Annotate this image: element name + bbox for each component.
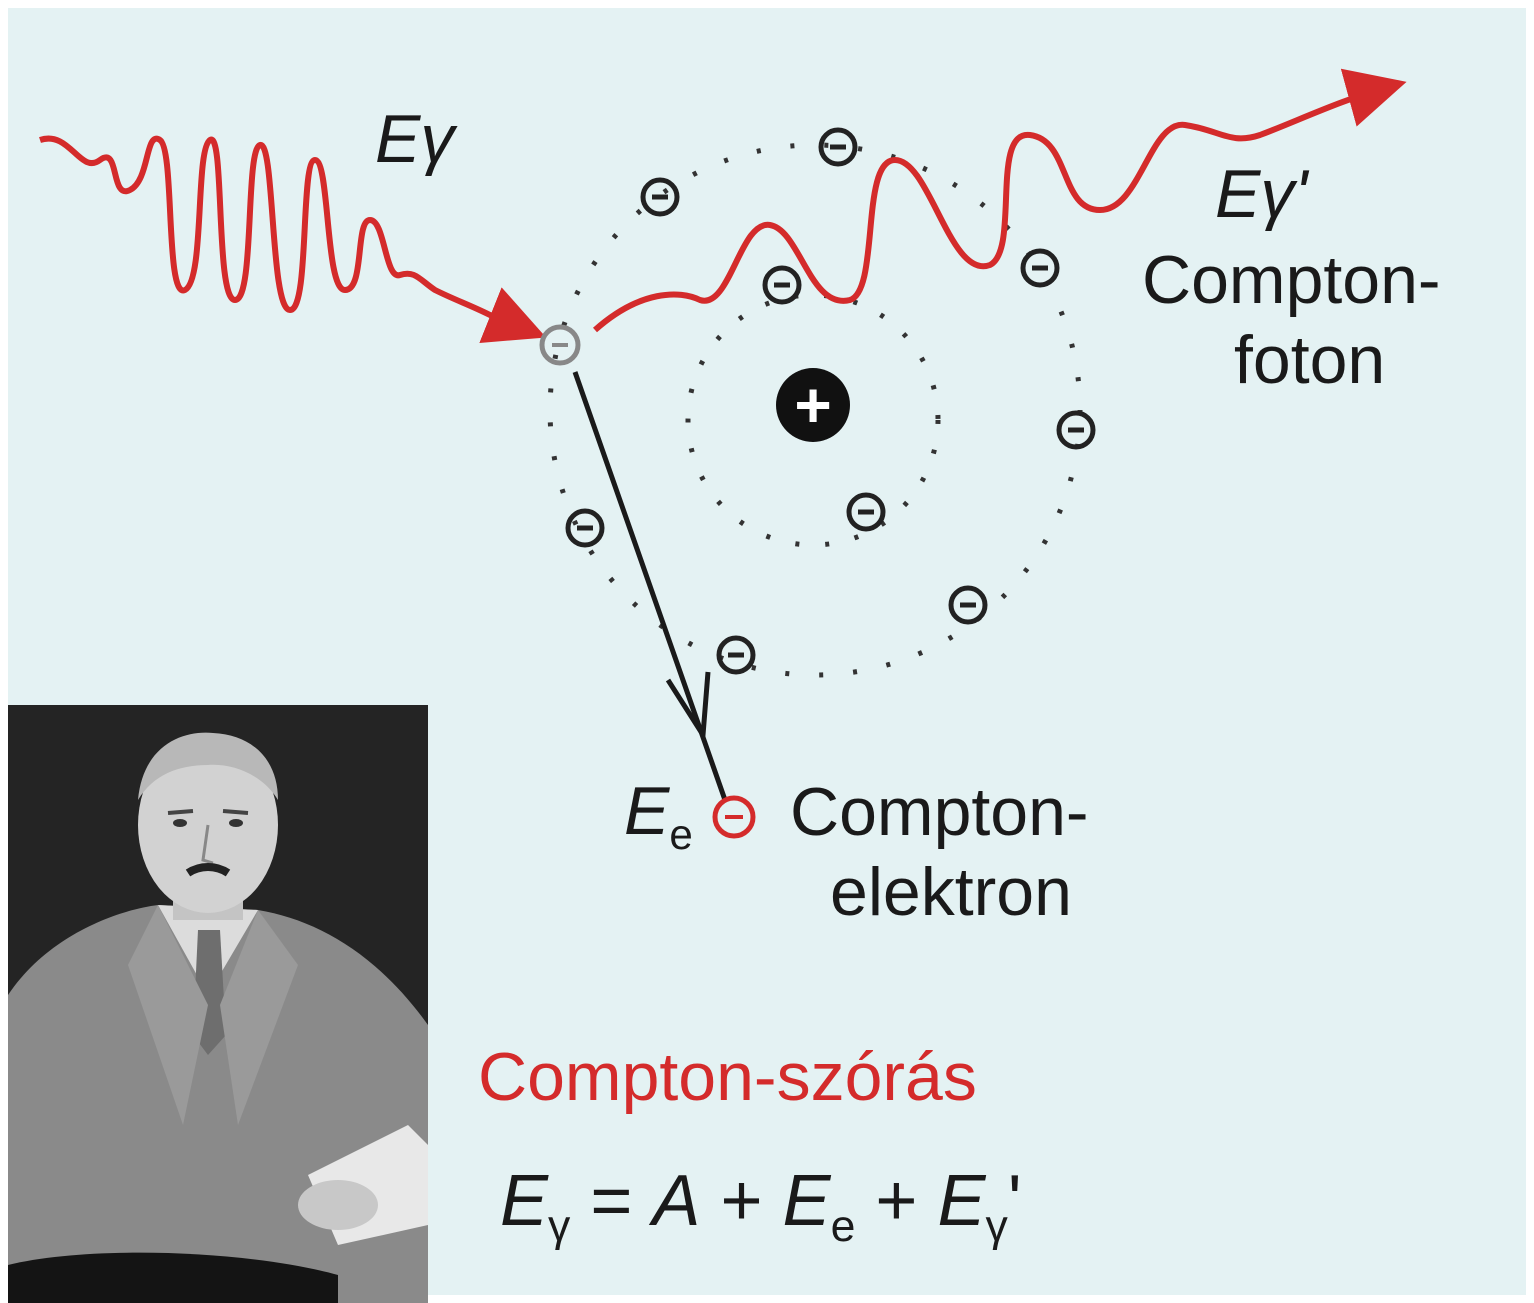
compton-electron-label-line1: Compton- (790, 774, 1089, 850)
scattered-photon-wave (593, 68, 1407, 333)
energy-equation: Eγ = A + Ee + Eγ' (500, 1160, 1022, 1251)
compton-electron (712, 795, 756, 839)
orbit-electrons (565, 127, 1096, 675)
electron (846, 492, 886, 532)
eq-term-a: A (652, 1161, 701, 1241)
nucleus (776, 368, 850, 442)
eq-lhs-subscript: γ (548, 1201, 571, 1251)
nucleus-charge: + (794, 369, 831, 441)
electron (818, 127, 858, 167)
electron-energy-subscript: e (669, 810, 693, 858)
electron (565, 508, 605, 548)
compton-photon-label-line1: Compton- (1142, 242, 1441, 318)
eq-plus-1: + (720, 1161, 763, 1241)
electron (1020, 248, 1060, 288)
compton-photon-label-line2: foton (1234, 322, 1386, 398)
target-electron (539, 324, 581, 366)
electron (640, 177, 680, 217)
eq-plus-2: + (875, 1161, 918, 1241)
compton-photon-label: Compton- foton (1142, 240, 1441, 400)
scattered-photon-energy-label: Eγ' (1215, 156, 1308, 232)
compton-electron-label: Compton- elektron (790, 772, 1089, 932)
electron (762, 265, 802, 305)
compton-electron-label-line2: elektron (830, 854, 1072, 930)
eq-eg-symbol: E (937, 1161, 986, 1241)
electron (948, 585, 988, 625)
eq-eg-subscript: γ (985, 1201, 1008, 1251)
eq-ee-subscript: e (830, 1201, 856, 1251)
eq-ee-symbol: E (782, 1161, 831, 1241)
electron (716, 635, 756, 675)
eq-equals: = (590, 1161, 633, 1241)
incoming-photon-energy-label: Eγ (375, 101, 455, 177)
eq-lhs-symbol: E (500, 1161, 549, 1241)
eq-prime: ' (1007, 1161, 1022, 1241)
electron-recoil-arrowhead (665, 671, 711, 743)
inner-orbit (685, 292, 941, 548)
diagram-title: Compton-szórás (478, 1039, 977, 1115)
portrait-photo (8, 705, 428, 1303)
electron-energy-symbol: E (624, 773, 670, 849)
electron-energy-label: Ee (624, 772, 693, 858)
outer-orbit (547, 142, 1083, 678)
electron (1056, 410, 1096, 450)
incoming-photon-wave (39, 135, 547, 344)
